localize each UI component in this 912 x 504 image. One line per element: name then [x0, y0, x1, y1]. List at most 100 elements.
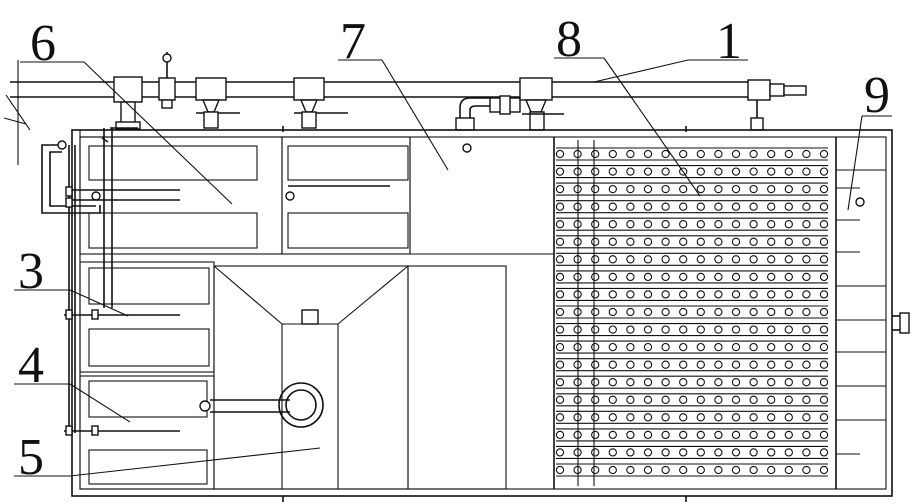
- tube-hole: [819, 360, 829, 369]
- tube-hole: [626, 220, 635, 229]
- tube-hole: [679, 360, 688, 369]
- tube-hole: [626, 290, 635, 299]
- tube-hole: [626, 430, 635, 440]
- tube-hole: [608, 220, 617, 229]
- tube-hole: [555, 272, 565, 282]
- tube-hole: [784, 220, 793, 229]
- tube-hole: [555, 465, 565, 475]
- tube-hole: [608, 149, 617, 159]
- tube-hole: [731, 307, 741, 317]
- tube-hole: [819, 220, 829, 229]
- tube-hole: [661, 184, 670, 194]
- label-5: 5: [18, 429, 44, 486]
- tube-hole: [784, 167, 793, 176]
- tube-hole: [731, 465, 741, 475]
- tube-hole: [749, 360, 758, 369]
- tube-hole: [696, 430, 705, 440]
- tube-hole: [661, 448, 670, 457]
- tube-hole: [696, 290, 705, 299]
- tube-hole: [784, 325, 793, 334]
- tube-hole: [591, 360, 600, 369]
- tube-hole: [819, 342, 829, 352]
- tube-hole: [767, 413, 776, 422]
- tube-hole: [643, 448, 653, 457]
- tube-hole: [608, 448, 617, 457]
- tube-hole: [591, 413, 600, 422]
- tube-hole: [555, 430, 565, 440]
- tube-hole: [731, 378, 741, 387]
- left-compartments: [79, 136, 554, 490]
- tube-bank: [555, 140, 829, 486]
- tube-hole: [626, 237, 635, 246]
- tube-hole: [661, 342, 670, 352]
- tube-hole: [555, 237, 565, 246]
- tube-hole: [696, 448, 705, 457]
- tube-hole: [731, 255, 741, 264]
- tube-hole: [784, 465, 793, 475]
- tube-hole: [661, 378, 670, 387]
- tube-hole: [626, 342, 635, 352]
- tube-hole: [626, 465, 635, 475]
- tube-hole: [731, 272, 741, 282]
- tube-hole: [819, 237, 829, 246]
- tube-hole: [643, 272, 653, 282]
- tube-hole: [555, 290, 565, 299]
- tube-hole: [643, 237, 653, 246]
- label-1: 1: [716, 13, 742, 70]
- tube-hole: [784, 378, 793, 387]
- tube-hole: [643, 430, 653, 440]
- tube-hole: [626, 448, 635, 457]
- tube-hole: [661, 360, 670, 369]
- tube-hole: [591, 149, 600, 159]
- tube-hole: [643, 378, 653, 387]
- tube-hole: [626, 167, 635, 176]
- tube-hole: [679, 237, 688, 246]
- tube-hole: [679, 342, 688, 352]
- tube-hole: [679, 184, 688, 194]
- tube-hole: [608, 325, 617, 334]
- tube-hole: [643, 202, 653, 211]
- tube-hole: [767, 237, 776, 246]
- tube-hole: [608, 465, 617, 475]
- tube-hole: [784, 184, 793, 194]
- tube-hole: [802, 237, 811, 246]
- tube-hole: [643, 167, 653, 176]
- tube-hole: [608, 202, 617, 211]
- tube-hole: [714, 465, 723, 475]
- tube-hole: [591, 448, 600, 457]
- tube-hole: [679, 448, 688, 457]
- tube-hole: [661, 220, 670, 229]
- tube-hole: [767, 307, 776, 317]
- tube-hole: [714, 237, 723, 246]
- tube-hole: [749, 202, 758, 211]
- tube-hole: [767, 395, 776, 404]
- tube-hole: [802, 167, 811, 176]
- tube-hole: [661, 413, 670, 422]
- tube-hole: [679, 378, 688, 387]
- tube-hole: [749, 325, 758, 334]
- tube-hole: [819, 255, 829, 264]
- tube-hole: [679, 307, 688, 317]
- tube-hole: [643, 307, 653, 317]
- tube-hole: [819, 272, 829, 282]
- tube-hole: [749, 342, 758, 352]
- tube-hole: [679, 290, 688, 299]
- tube-hole: [714, 255, 723, 264]
- tube-hole: [643, 395, 653, 404]
- tube-hole: [802, 272, 811, 282]
- tube-hole: [661, 290, 670, 299]
- tube-hole: [555, 413, 565, 422]
- tube-hole: [749, 465, 758, 475]
- tube-hole: [749, 307, 758, 317]
- tube-hole: [643, 290, 653, 299]
- tube-hole: [714, 149, 723, 159]
- tube-hole: [679, 255, 688, 264]
- label-9: 9: [864, 67, 890, 124]
- tube-hole: [608, 255, 617, 264]
- tube-hole: [591, 290, 600, 299]
- tube-hole: [819, 448, 829, 457]
- tube-hole: [714, 167, 723, 176]
- tube-hole: [555, 255, 565, 264]
- tube-hole: [767, 430, 776, 440]
- tube-hole: [714, 448, 723, 457]
